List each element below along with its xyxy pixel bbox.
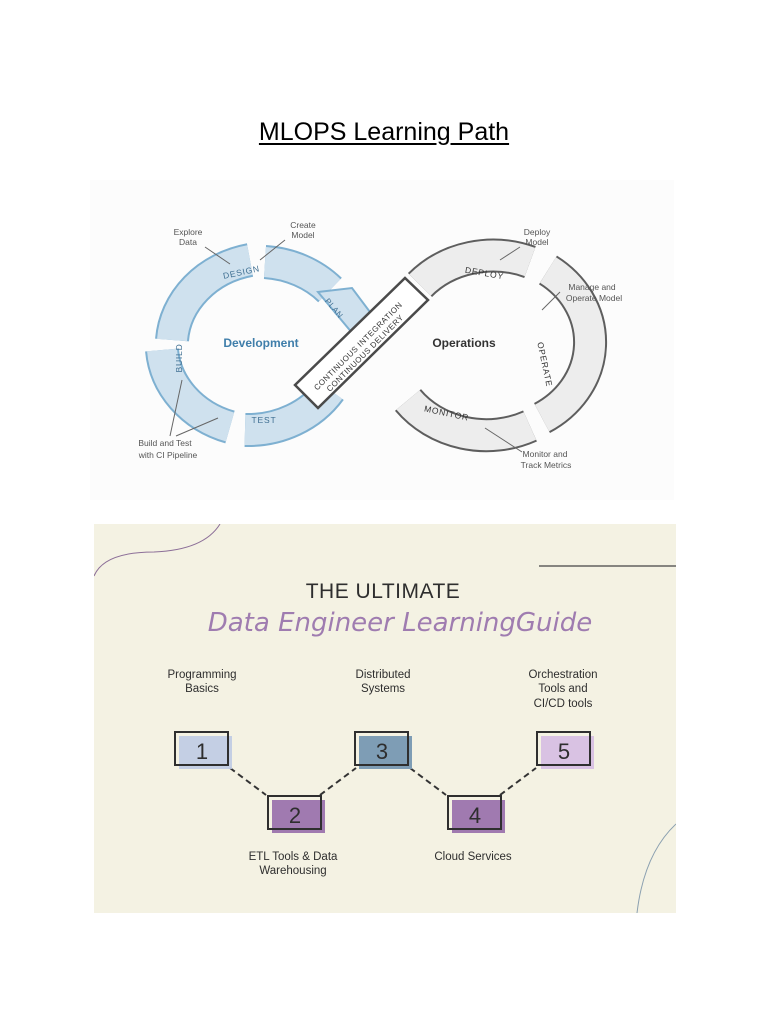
step4-number: 4 — [469, 803, 481, 828]
deploy-arc — [409, 240, 536, 296]
callout-create-line1: Create — [290, 220, 316, 230]
test-label: TEST — [252, 415, 277, 425]
step3-label-line2: Systems — [361, 683, 405, 695]
step-4: 4 — [447, 795, 505, 833]
top-arc — [263, 247, 341, 302]
page-title: MLOPS Learning Path — [258, 118, 510, 146]
callout-deploy-line2: Model — [525, 237, 548, 247]
build-arc — [147, 348, 235, 442]
ci-cd-arrow — [293, 276, 430, 410]
step-1: 1 — [174, 731, 232, 769]
design-arc — [157, 245, 254, 342]
development-label: Development — [223, 336, 298, 350]
decor-curve-top — [94, 524, 221, 577]
operate-label: OPERATE — [535, 341, 554, 388]
step5-label-line1: Orchestration — [528, 669, 597, 681]
step5-number: 5 — [558, 739, 570, 764]
development-loop — [145, 243, 384, 448]
guide-subheading: Data Engineer LearningGuide — [208, 608, 593, 638]
operations-label: Operations — [432, 336, 496, 350]
callout-explore-line2: Data — [179, 237, 197, 247]
step2-label-line1: ETL Tools & Data — [249, 851, 338, 863]
step5-label-line3: CI/CD tools — [534, 698, 593, 710]
step-3: 3 — [354, 731, 412, 769]
callout-build-line1: Build and Test — [138, 438, 192, 448]
callout-monitor-line1: Monitor and — [523, 449, 568, 459]
callout-manage-line2: Operate Model — [566, 293, 622, 303]
step2-label-line2: Warehousing — [259, 865, 326, 877]
step1-label-line1: Programming — [167, 669, 236, 681]
monitor-arc — [396, 390, 537, 451]
learning-guide: THE ULTIMATE Data Engineer LearningGuide… — [94, 524, 676, 913]
callout-build-line2: with CI Pipeline — [138, 450, 198, 460]
guide-heading: THE ULTIMATE — [306, 580, 461, 603]
callout-explore-line1: Explore — [174, 227, 203, 237]
mlops-diagram: CONTINUOUS INTEGRATION CONTINUOUS DELIVE… — [90, 180, 674, 500]
step4-label-line1: Cloud Services — [434, 851, 512, 863]
step-2: 2 — [267, 795, 325, 833]
step3-number: 3 — [376, 739, 388, 764]
callout-deploy-line1: Deploy — [524, 227, 551, 237]
build-label: BUILD — [174, 343, 184, 372]
operations-loop — [394, 238, 608, 453]
step3-label-line1: Distributed — [356, 669, 411, 681]
step-connectors — [229, 767, 537, 796]
step1-number: 1 — [196, 739, 208, 764]
step-5: 5 — [536, 731, 594, 769]
step5-label-line2: Tools and — [538, 683, 587, 695]
callout-manage-line1: Manage and — [568, 282, 616, 292]
callout-leaders — [169, 239, 561, 453]
decor-curve-bottom — [636, 823, 676, 913]
callout-monitor-line2: Track Metrics — [521, 460, 572, 470]
step2-number: 2 — [289, 803, 301, 828]
callout-create-line2: Model — [291, 230, 314, 240]
mlops-diagram-svg: CONTINUOUS INTEGRATION CONTINUOUS DELIVE… — [138, 220, 623, 470]
step1-label-line2: Basics — [185, 683, 219, 695]
learning-guide-svg: THE ULTIMATE Data Engineer LearningGuide… — [94, 524, 676, 913]
operate-arc — [534, 257, 606, 432]
